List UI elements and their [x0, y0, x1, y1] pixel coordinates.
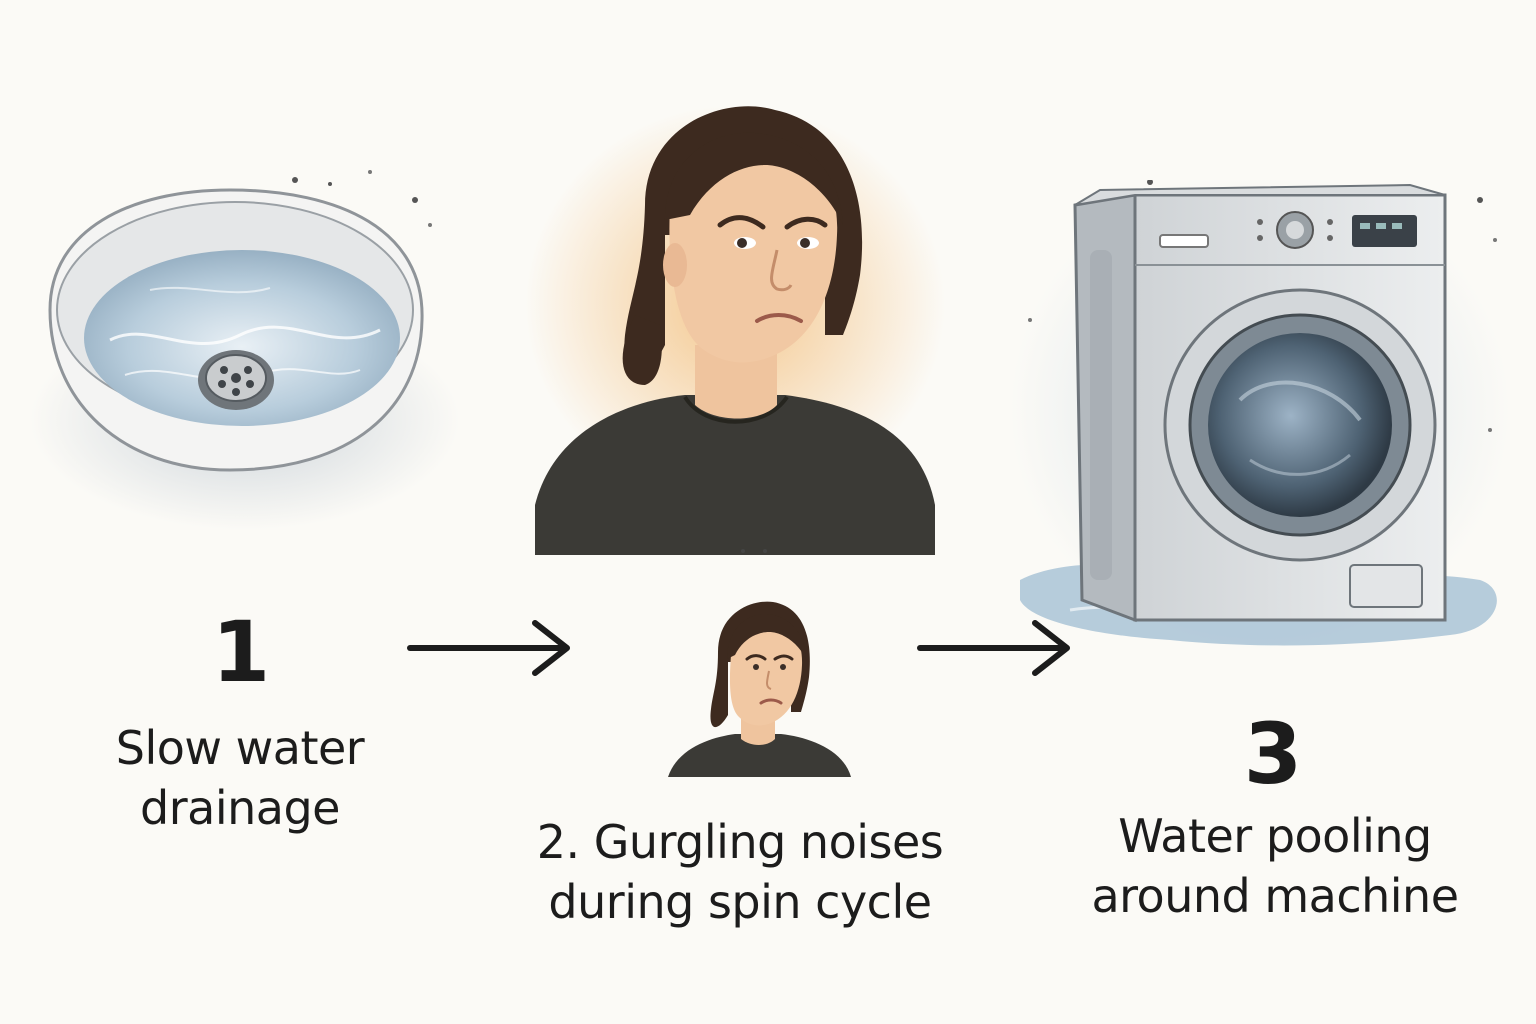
- washing-machine-icon: [1010, 180, 1510, 650]
- step-3-caption-line-2: around machine: [1091, 869, 1459, 923]
- step-2-caption-line-1: 2. Gurgling noises: [536, 815, 944, 869]
- step-3-caption-line-1: Water pooling: [1118, 809, 1432, 863]
- step-1-caption-line-2: drainage: [140, 781, 340, 835]
- arrow-right-icon: [407, 620, 570, 676]
- frowning-woman-small-icon: [668, 601, 851, 777]
- arrow-right-icon: [917, 620, 1070, 676]
- paint-dots: [741, 549, 767, 553]
- step-2-caption: 2. Gurgling noises during spin cycle: [470, 812, 1010, 932]
- sink-drain-icon: [30, 170, 460, 530]
- step-1-caption: Slow water drainage: [60, 718, 420, 838]
- step-3-number: 3: [1243, 705, 1302, 803]
- frowning-woman-icon: [525, 105, 945, 555]
- step-2-caption-line-2: during spin cycle: [548, 875, 932, 929]
- step-1-caption-line-1: Slow water: [115, 721, 365, 775]
- step-3-caption: Water pooling around machine: [1050, 806, 1500, 926]
- step-1-number: 1: [211, 603, 270, 701]
